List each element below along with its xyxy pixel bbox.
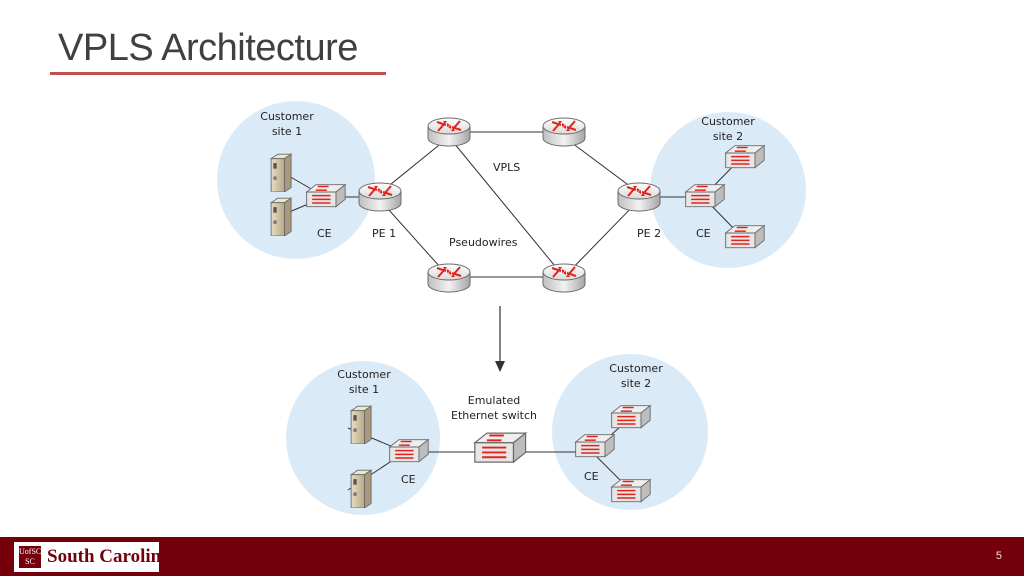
switch-site2-top [724,144,765,169]
logo-mark-line1: UofSC [19,547,42,556]
ce-label-left: CE [317,227,332,240]
emulated-switch-label: Emulated Ethernet switch [449,393,539,423]
footer-bar [0,537,1024,576]
site1-label-bottom: Customer site 1 [319,367,409,397]
title-underline [50,72,386,75]
logo-text: South Carolina [47,546,171,567]
emulated-ethernet-switch [473,432,527,464]
customer-site-2-circle [650,112,806,268]
ce-label-right-bottom: CE [584,470,599,483]
site2-label-bottom-line2: site 2 [620,377,652,390]
ce-switch-right [684,183,725,208]
site1-label: Customer site 1 [242,109,332,139]
pseudowires-label: Pseudowires [449,236,518,249]
router-top-left [427,117,471,147]
site2-label-line1: Customer [701,115,755,128]
router-bottom-left [427,263,471,293]
transform-arrow [495,306,505,372]
server-icon [350,469,372,508]
router-pe1 [358,182,402,212]
university-logo: UofSC SC South Carolina [14,542,171,572]
emulated-switch-label-line2: Ethernet switch [451,409,537,422]
ce-switch-left-bottom [388,438,429,463]
ce-label-right: CE [696,227,711,240]
pe1-label: PE 1 [372,227,397,240]
site2-label-bottom-line1: Customer [609,362,663,375]
logo-mark: UofSC SC [19,546,41,568]
pe2-label: PE 2 [637,227,662,240]
ce-label-left-bottom: CE [401,473,416,486]
customer-site-2-circle-bottom [552,354,708,510]
router-pe2 [617,182,661,212]
site1-label-bottom-line1: Customer [337,368,391,381]
site1-label-bottom-line2: site 1 [348,383,380,396]
logo-mark-line2: SC [25,557,35,566]
server-icon [350,405,372,444]
vpls-label: VPLS [493,161,521,174]
router-top-right [542,117,586,147]
site1-label-line1: Customer [260,110,314,123]
site1-label-line2: site 1 [271,125,303,138]
site2-label-bottom: Customer site 2 [591,361,681,391]
server-icon [270,153,292,192]
ce-switch-left [305,183,346,208]
site2-label-line2: site 2 [712,130,744,143]
ce-switch-right-bottom [574,433,615,458]
router-bottom-right [542,263,586,293]
page-number: 5 [995,550,1002,562]
site2-label: Customer site 2 [683,114,773,144]
switch-site2-bottom-bottom [610,478,651,503]
switch-site2-bottom [724,224,765,249]
emulated-switch-label-line1: Emulated [467,394,521,407]
vpls-diagram [217,101,806,515]
switch-site2-top-bottom [610,404,651,429]
slide-title: VPLS Architecture [58,27,358,69]
server-icon [270,197,292,236]
